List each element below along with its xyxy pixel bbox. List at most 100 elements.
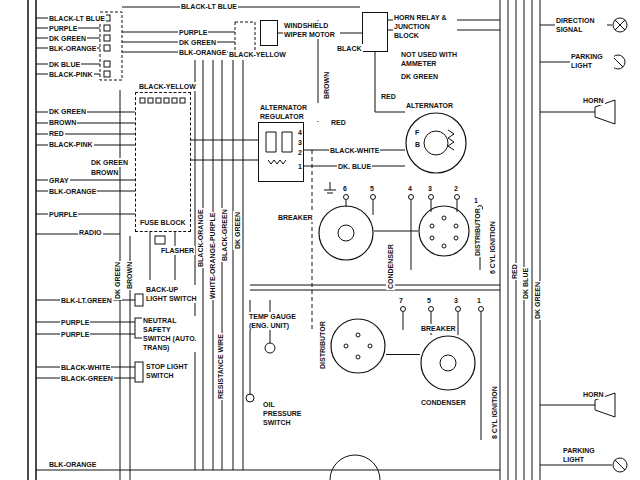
- regulator-internals: [327, 193, 333, 194]
- component-label: TEMP GAUGE (ENG. UNIT): [248, 312, 305, 330]
- harness-wire: [243, 60, 244, 470]
- circle-outline: [421, 336, 475, 390]
- component-name: DISTRIBUTOR: [318, 320, 327, 370]
- circle-outline: [406, 113, 466, 173]
- component-label: DIRECTION SIGNAL: [555, 16, 607, 34]
- harness-wire: [500, 0, 501, 480]
- distributor-terminals: [356, 333, 360, 337]
- distributor-terminals: [479, 307, 484, 312]
- distributor-terminals: [455, 195, 460, 200]
- alternator-internals: [424, 131, 448, 155]
- harness-wire: [190, 140, 258, 141]
- distributor-terminals: [429, 195, 434, 200]
- connector-block: [104, 61, 110, 67]
- harness-wire: [540, 112, 595, 113]
- harness-wire: [540, 465, 612, 466]
- wire-color: BLK-ORANGE: [48, 187, 97, 196]
- component-name: HORN RELAY & JUNCTION BLOCK: [393, 13, 457, 40]
- terminal-number: 7: [398, 296, 404, 305]
- wire-color: BLACK-LT BLUE: [180, 2, 238, 11]
- wire-color: DK BLUE: [521, 267, 530, 300]
- component-label: PARKING LIGHT: [570, 52, 614, 70]
- wire-color: DK. BLUE: [337, 162, 372, 171]
- lamp-symbol: [611, 18, 627, 472]
- wire-color: BLK-ORANGE: [48, 44, 97, 53]
- breaker-symbol: BREAKER: [420, 335, 476, 391]
- component-name: FUSE BLOCK: [139, 218, 187, 227]
- circle-outline: [419, 206, 469, 256]
- switch-symbol: [135, 362, 143, 382]
- wire-color: DK GREEN: [533, 281, 542, 320]
- component-label: PARKING LIGHT: [562, 446, 606, 464]
- distributor-terminals: [458, 312, 459, 335]
- wire-color: WHITE-ORANGE-PURPLE: [208, 212, 217, 300]
- wire-color: DK GREEN: [48, 107, 87, 116]
- regulator-internals: [266, 132, 336, 193]
- distributor-terminals: [356, 355, 360, 359]
- harness-wire: [312, 150, 313, 330]
- switch-symbol: [246, 394, 254, 402]
- terminal-number: 2: [453, 184, 459, 193]
- harness-wire: [36, 470, 500, 471]
- wire-color: DK GREEN: [178, 38, 217, 47]
- lamp-symbol: [615, 460, 625, 470]
- lamp-symbol: [613, 458, 627, 472]
- harness-wire: [532, 0, 533, 480]
- fuse-block: FUSE BLOCK: [135, 92, 191, 232]
- distributor-terminals: [409, 195, 414, 200]
- wire-color: BLK-LT.GREEN: [60, 296, 113, 305]
- distributor-terminals: [481, 312, 482, 440]
- terminal-number: 3: [297, 138, 303, 147]
- distributor-terminals: [403, 312, 404, 330]
- lamp-symbol: [615, 20, 625, 30]
- distributor-terminals: [330, 195, 484, 480]
- distributor-terminals: [411, 200, 412, 270]
- wire-color: PURPLE: [48, 210, 78, 219]
- terminal-number: 1: [297, 162, 303, 171]
- component-label: HORN: [582, 96, 605, 105]
- distributor-terminals: [371, 195, 376, 200]
- terminal-number: 4: [407, 184, 413, 193]
- component-label: NEUTRAL SAFETY SWITCH (AUTO. TRANS): [142, 316, 199, 352]
- wire-color: BLK-ORANGE: [48, 460, 97, 469]
- wire-connector: [386, 354, 420, 355]
- component-label: RADIO: [78, 228, 103, 237]
- component-label: FLASHER: [160, 246, 195, 255]
- harness-wire: [35, 0, 37, 480]
- wire-color: BLACK-WHITE: [329, 146, 380, 155]
- terminal-number: 3: [427, 184, 433, 193]
- alternator-internals: [448, 130, 454, 150]
- component-name: BREAKER: [420, 324, 457, 333]
- wire-color: GRAY: [48, 176, 70, 185]
- connector-block: [180, 98, 185, 103]
- distributor-symbol: DISTRIBUTOR: [330, 318, 386, 374]
- wire-color: DK GREEN: [400, 72, 439, 81]
- harness-wire: [222, 60, 223, 470]
- wire-color: PURPLE: [48, 24, 78, 33]
- distributor-terminals: [368, 344, 372, 348]
- component-name: ALTERNATOR REGULATOR: [259, 103, 321, 121]
- harness-wire: [28, 0, 612, 480]
- terminal-number: 1: [473, 196, 479, 205]
- harness-wire: [175, 232, 176, 280]
- distributor-terminals: [429, 307, 434, 312]
- wire-color: BROWN: [125, 261, 134, 290]
- breaker-symbol: BREAKER: [318, 205, 374, 261]
- component-label: HORN: [582, 390, 605, 399]
- switch-symbol: [265, 343, 275, 353]
- note: NOT USED WITH AMMETER: [400, 50, 466, 68]
- wire-color: PURPLE: [60, 318, 90, 327]
- harness-wire: [516, 0, 517, 480]
- wire-color: DK BLUE: [48, 60, 81, 69]
- regulator-internals: [324, 190, 336, 191]
- connector-block: [104, 71, 110, 77]
- distributor-terminals: [344, 344, 348, 348]
- distributor-terminals: [456, 307, 461, 312]
- section-label: 6 CYL IGNITION: [488, 220, 497, 275]
- component-label: CONDENSER: [420, 398, 467, 407]
- distributor-terminals: [430, 224, 434, 228]
- wire-color: BLACK-GREEN: [60, 374, 114, 383]
- terminal-number: 2: [297, 148, 303, 157]
- harness-wire: [524, 0, 525, 480]
- circle-outline: [318, 205, 374, 261]
